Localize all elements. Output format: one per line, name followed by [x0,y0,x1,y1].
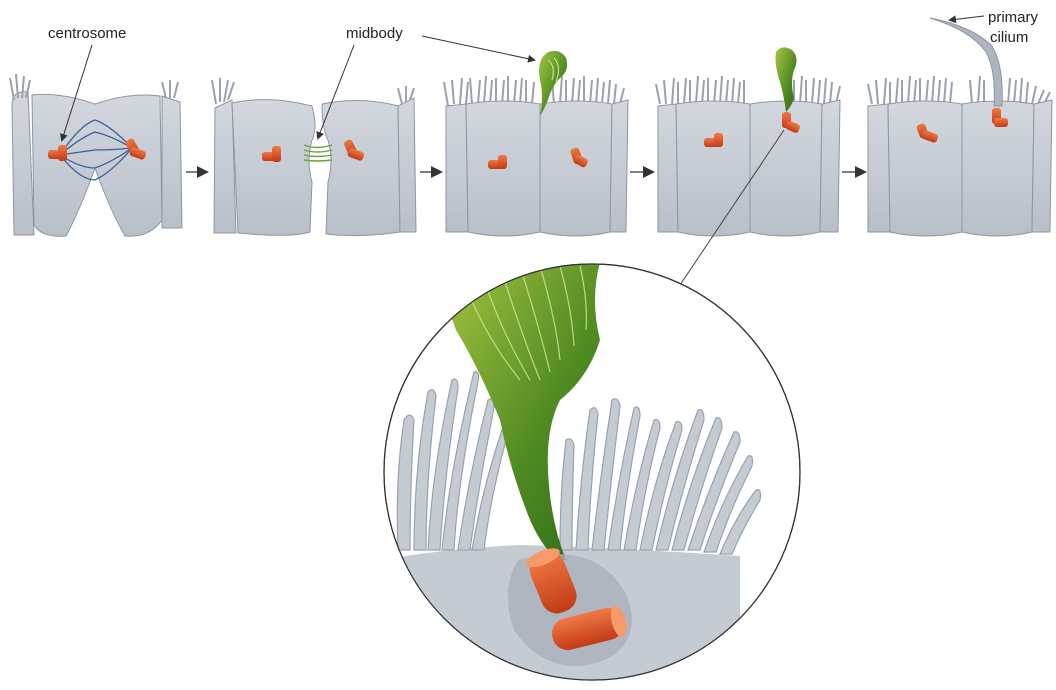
stage-2-cells [212,78,416,236]
primary-cilium-label-line1: primary [988,9,1039,26]
midbody-label: midbody [346,25,403,42]
primary-cilium-label-line2: cilium [990,29,1028,46]
stage-3-cells [444,51,628,236]
midbody-pointer-2 [422,36,534,60]
microvilli-row [656,76,840,104]
primary-cilium-pointer [950,16,984,20]
stage-1-cells [10,74,182,236]
microvilli-row [868,76,1050,104]
microvilli-tuft [212,78,414,104]
stage-5-cells [868,18,1052,236]
centrosome-label: centrosome [48,25,126,42]
zoom-inset [380,262,800,685]
stage-4-cells [656,47,840,236]
